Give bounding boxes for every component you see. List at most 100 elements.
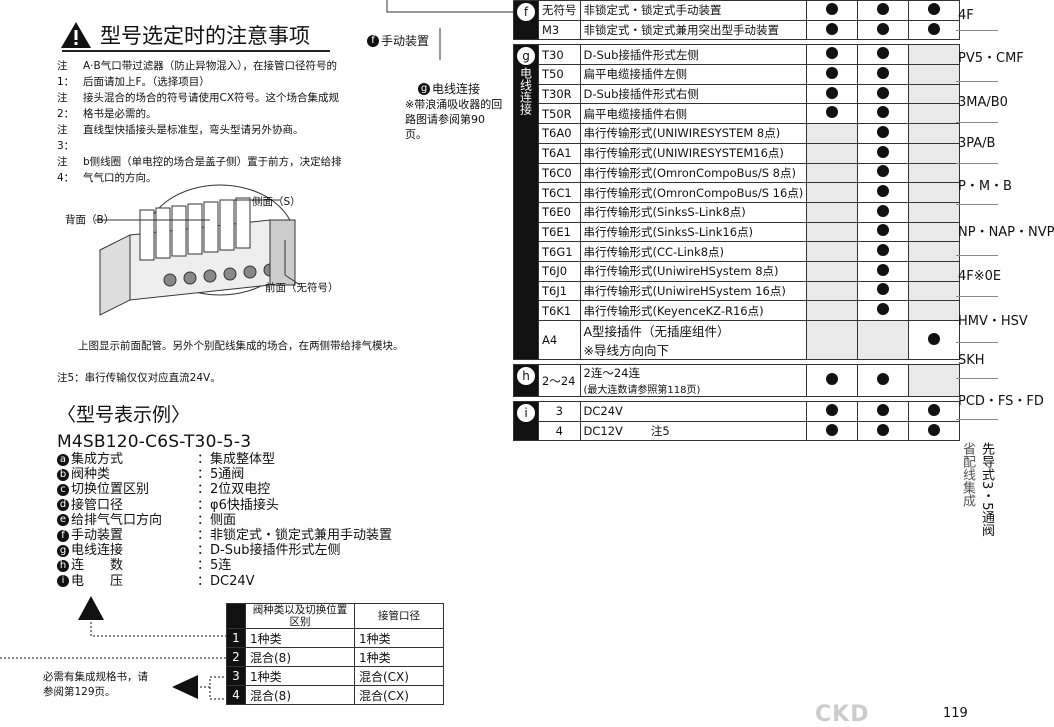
availability-cell bbox=[908, 300, 961, 321]
availability-cell bbox=[857, 142, 910, 164]
index-tab[interactable]: SKH bbox=[956, 343, 998, 379]
callout-f-label: 手动装置 bbox=[381, 34, 430, 48]
availability-cell bbox=[806, 123, 859, 144]
availability-cell bbox=[857, 260, 910, 282]
availability-cell bbox=[908, 320, 961, 360]
option-desc: 串行传输形式(OmronCompoBus/S 16点) bbox=[579, 182, 808, 203]
valve-type-cell: 1种类 bbox=[245, 628, 355, 648]
availability-cell bbox=[908, 401, 961, 422]
available-dot-icon bbox=[877, 185, 890, 198]
index-tab[interactable]: HMV・HSV bbox=[956, 297, 1028, 343]
group-label: 电线连接 bbox=[518, 67, 533, 116]
valve-type-cell: 混合(8) bbox=[245, 647, 355, 667]
index-tab[interactable]: P・M・B bbox=[956, 164, 1012, 205]
availability-cell bbox=[908, 420, 961, 442]
availability-cell bbox=[857, 401, 910, 422]
letter-marker-icon: e bbox=[57, 514, 69, 527]
available-dot-icon bbox=[877, 66, 890, 79]
example-label: 切换位置区别 bbox=[71, 482, 150, 498]
option-desc: D-Sub接插件形式左侧 bbox=[579, 44, 808, 66]
option-desc: 串行传输形式(UNIWIRESYSTEM 8点) bbox=[579, 123, 808, 144]
availability-cell bbox=[908, 123, 961, 144]
availability-cell bbox=[908, 201, 961, 223]
example-label: 连 数 bbox=[71, 558, 124, 574]
small-table-note: 必需有集成规格书，请参阅第129页。 bbox=[43, 671, 148, 698]
availability-cell bbox=[908, 260, 961, 282]
group-marker: i bbox=[513, 400, 539, 442]
availability-cell bbox=[908, 221, 961, 243]
option-desc: A型接插件（无插座组件） bbox=[583, 324, 730, 339]
availability-cell bbox=[908, 142, 961, 164]
available-dot-icon bbox=[877, 423, 890, 436]
availability-cell bbox=[857, 201, 910, 223]
note-tag: 注1： bbox=[57, 60, 75, 88]
index-tab[interactable]: 4F※0E bbox=[956, 256, 1001, 297]
availability-cell bbox=[857, 83, 910, 105]
availability-cell bbox=[857, 320, 910, 360]
port-size-cell: 混合(CX) bbox=[354, 666, 444, 686]
availability-cell bbox=[806, 103, 859, 125]
vertical-label-1: 先导式3・5通阀 bbox=[979, 442, 994, 537]
option-code: T6A1 bbox=[538, 142, 581, 164]
option-desc: 非锁定式・锁定式兼用突出型手动装置 bbox=[579, 19, 808, 41]
option-desc: D-Sub接插件形式右侧 bbox=[579, 83, 808, 105]
option-code: T6K1 bbox=[538, 300, 581, 321]
row-number: 4 bbox=[226, 685, 246, 705]
index-tab[interactable]: 3MA/B0 bbox=[956, 82, 1008, 123]
note-item: 注2： 接头混合的场合的符号请使用CX符号。这个场合集成规格书是必需的。 bbox=[57, 90, 347, 122]
availability-cell bbox=[806, 201, 859, 223]
availability-cell bbox=[908, 64, 961, 85]
example-value: ：5连 bbox=[197, 558, 232, 574]
index-tab[interactable]: NP・NAP・NVP bbox=[956, 205, 1054, 256]
pointer-arrow-up-icon bbox=[78, 596, 226, 637]
available-dot-icon bbox=[826, 22, 839, 35]
note-tag: 注2： bbox=[57, 92, 75, 120]
option-desc-note: ※导线方向向下 bbox=[583, 343, 669, 358]
index-tab[interactable]: PCD・FS・FD bbox=[956, 379, 1044, 420]
available-dot-icon bbox=[826, 403, 839, 416]
side-label: 侧面（S） bbox=[252, 196, 301, 208]
example-label: 集成方式 bbox=[71, 452, 124, 467]
available-dot-icon bbox=[877, 303, 890, 316]
option-desc: 2连～24连 bbox=[583, 366, 640, 380]
availability-cell bbox=[857, 300, 910, 321]
availability-cell bbox=[908, 83, 961, 105]
availability-cell bbox=[857, 241, 910, 262]
availability-cell bbox=[908, 0, 961, 21]
availability-cell bbox=[806, 221, 859, 243]
index-tab[interactable]: PV5・CMF bbox=[956, 31, 1024, 82]
availability-cell bbox=[806, 19, 859, 41]
option-desc: 扁平电缆接插件左侧 bbox=[579, 64, 808, 85]
available-dot-icon bbox=[877, 86, 890, 99]
index-tab[interactable]: 3PA/B bbox=[956, 123, 998, 164]
index-tab[interactable]: 4F bbox=[956, 0, 998, 31]
availability-cell bbox=[806, 0, 859, 21]
letter-marker-icon: c bbox=[57, 484, 69, 496]
availability-cell bbox=[806, 83, 859, 105]
row-number: 2 bbox=[226, 647, 246, 667]
availability-cell bbox=[908, 19, 961, 41]
availability-cell bbox=[806, 364, 859, 397]
note-text: 接头混合的场合的符号请使用CX符号。这个场合集成规格书是必需的。 bbox=[83, 92, 340, 120]
availability-cell bbox=[806, 300, 859, 321]
example-value: ：侧面 bbox=[197, 512, 237, 528]
